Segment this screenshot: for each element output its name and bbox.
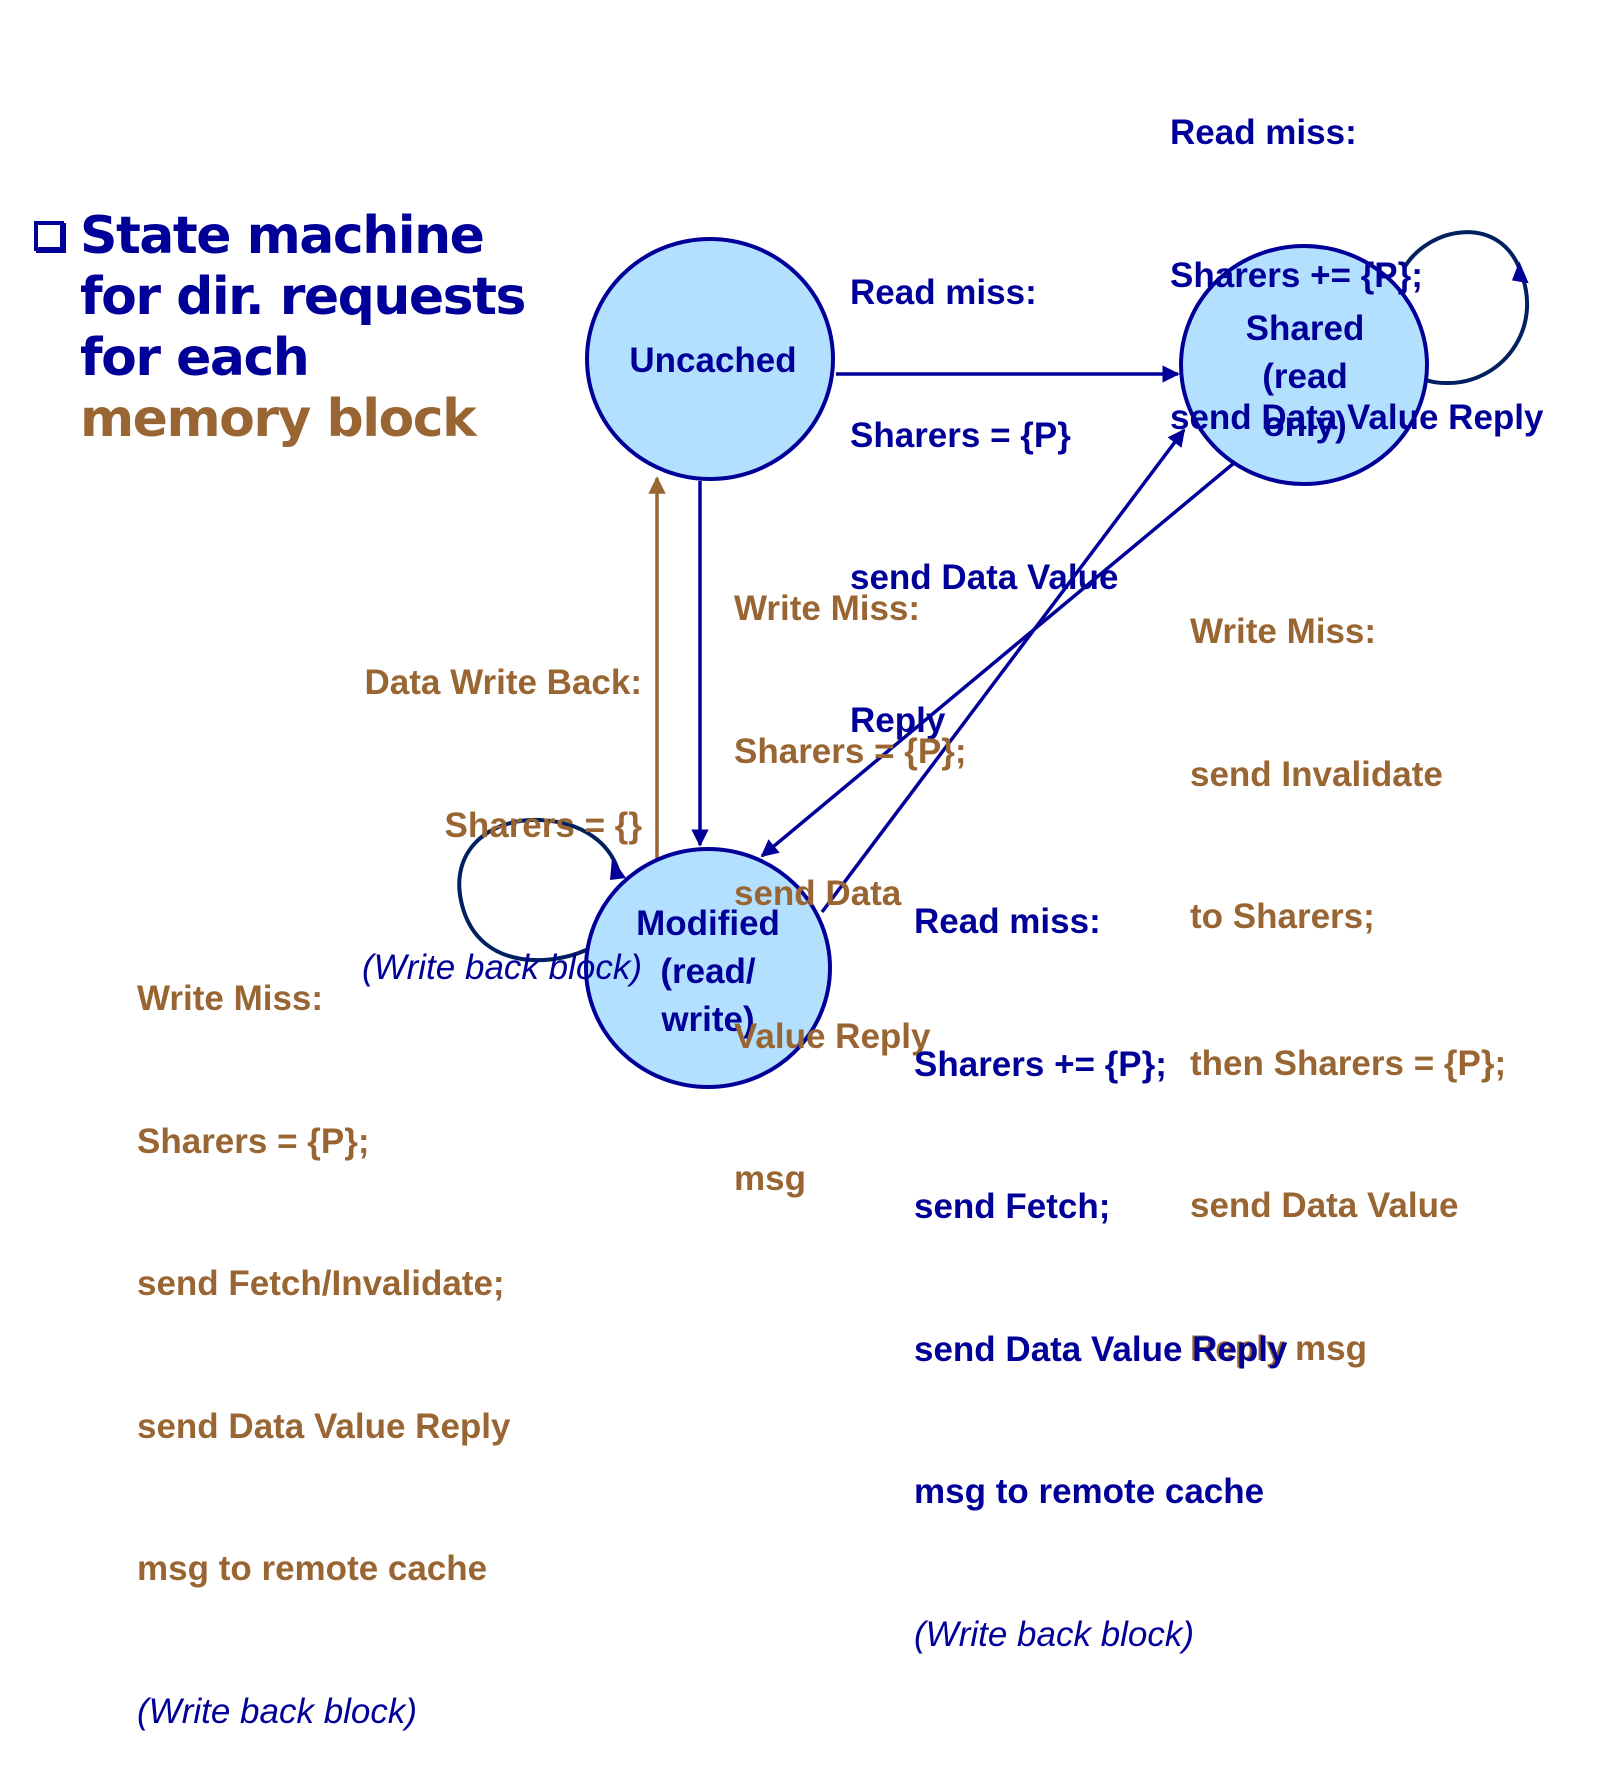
label-modified-to-uncached: Data Write Back: Sharers = {} (Write bac… xyxy=(300,564,642,1039)
title-line-2: for dir. requests xyxy=(80,267,526,327)
label-line: Write Miss: xyxy=(734,589,921,628)
title-line-3: for each xyxy=(80,328,310,388)
shared-self-loop-arrow xyxy=(1402,230,1530,386)
label-line: send Data Value Reply xyxy=(914,1329,1288,1369)
label-line: send Data xyxy=(734,874,902,913)
title-line-1: State machine xyxy=(80,206,485,266)
label-modified-self-loop: Write Miss: Sharers = {P}; send Fetch/In… xyxy=(137,880,510,1783)
label-line: send Data Value xyxy=(850,558,1119,597)
label-line: Read miss: xyxy=(1170,113,1357,152)
label-line: Write Miss: xyxy=(1190,612,1377,651)
label-line: send Fetch; xyxy=(914,1187,1111,1226)
label-line: Sharers += {P}; xyxy=(914,1044,1167,1084)
state-modified-label-line-3: write) xyxy=(660,1000,754,1039)
label-line: Read miss: xyxy=(914,902,1101,941)
label-line: Data Write Back: xyxy=(364,663,642,702)
state-shared-label-line-1: Shared xyxy=(1246,309,1365,348)
label-line: Sharers = {P}; xyxy=(137,1121,370,1161)
label-line: msg xyxy=(734,1159,806,1198)
label-line: send Fetch/Invalidate; xyxy=(137,1264,505,1303)
state-diagram: Uncached Shared (read only) Modified (re… xyxy=(457,230,1530,1089)
label-line: send Invalidate xyxy=(1190,754,1443,794)
shared-to-modified-arrow xyxy=(760,456,1242,858)
label-uncached-to-modified: Write Miss: Sharers = {P}; send Data Val… xyxy=(734,490,967,1250)
title-highlight: memory block xyxy=(80,389,477,449)
label-line: msg to remote cache xyxy=(914,1472,1265,1511)
state-modified-label-line-2: (read/ xyxy=(660,952,756,991)
state-shared-label-line-2: (read xyxy=(1262,357,1348,396)
label-note: (Write back block) xyxy=(914,1614,1195,1654)
label-modified-to-shared: Read miss: Sharers += {P}; send Fetch; s… xyxy=(914,803,1287,1706)
state-shared-label-line-3: only) xyxy=(1263,405,1347,444)
modified-self-loop-arrow xyxy=(457,817,620,963)
label-line: Write Miss: xyxy=(137,979,324,1018)
label-line: send Data Value Reply xyxy=(1170,398,1544,437)
label-shared-self-loop: Read miss: Sharers += {P}; send Data Val… xyxy=(1170,14,1543,489)
modified-self-loop-arrowhead-icon xyxy=(610,858,626,880)
shared-self-loop-arrowhead-icon xyxy=(1511,261,1529,284)
label-note: (Write back block) xyxy=(137,1691,418,1731)
label-line: Sharers = {} xyxy=(444,805,643,845)
label-line: Read miss: xyxy=(850,273,1037,312)
state-modified-label-line-1: Modified xyxy=(636,904,780,943)
state-uncached: Uncached xyxy=(585,237,835,481)
hollow-square-bullet-icon xyxy=(34,221,64,251)
label-line: send Data Value Reply xyxy=(137,1406,511,1446)
slide-title: State machine for dir. requests for each… xyxy=(34,206,526,450)
modified-to-shared-arrow xyxy=(820,428,1186,914)
label-line: then Sharers = {P}; xyxy=(1190,1043,1507,1083)
label-line: Value Reply xyxy=(734,1016,931,1056)
label-line: Sharers += {P}; xyxy=(1170,255,1423,295)
label-line: msg to remote cache xyxy=(137,1549,488,1588)
state-shared: Shared (read only) xyxy=(1179,244,1429,486)
label-line: to Sharers; xyxy=(1190,897,1375,936)
label-uncached-to-shared: Read miss: Sharers = {P} send Data Value… xyxy=(850,174,1118,792)
label-line: Sharers = {P}; xyxy=(734,731,967,771)
state-uncached-label: Uncached xyxy=(629,341,796,380)
label-line: Reply xyxy=(850,700,946,740)
state-modified: Modified (read/ write) xyxy=(584,847,832,1089)
label-note: (Write back block) xyxy=(361,948,642,987)
label-line: Sharers = {P} xyxy=(850,415,1071,455)
